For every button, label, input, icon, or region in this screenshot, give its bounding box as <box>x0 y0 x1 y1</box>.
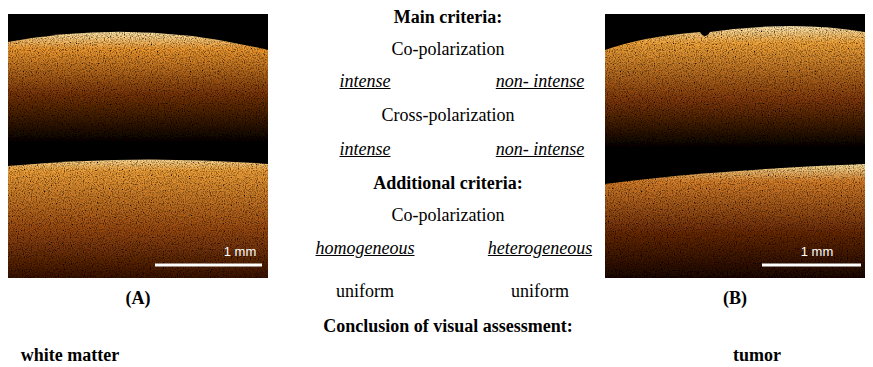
scale-label: 1 mm <box>224 244 257 259</box>
option: non- intense <box>496 70 584 92</box>
criterion-name: Cross-polarization <box>382 104 515 126</box>
scale-label: 1 mm <box>801 244 834 259</box>
option: intense <box>340 138 391 160</box>
option: intense <box>340 70 391 92</box>
option: homogeneous <box>316 237 415 259</box>
criterion-name: Co-polarization <box>392 38 505 60</box>
heading: Conclusion of visual assessment: <box>323 315 573 337</box>
option-note: uniform <box>511 280 569 302</box>
heading: Main criteria: <box>394 6 502 28</box>
conclusion: white matter <box>21 344 119 366</box>
option: heterogeneous <box>488 237 592 259</box>
panel-letter: (A) <box>126 287 151 309</box>
option: non- intense <box>496 138 584 160</box>
criterion-name: Co-polarization <box>392 204 505 226</box>
option-note: uniform <box>336 280 394 302</box>
conclusion: tumor <box>733 344 781 366</box>
panel-letter: (B) <box>723 287 747 309</box>
heading: Additional criteria: <box>373 172 522 194</box>
